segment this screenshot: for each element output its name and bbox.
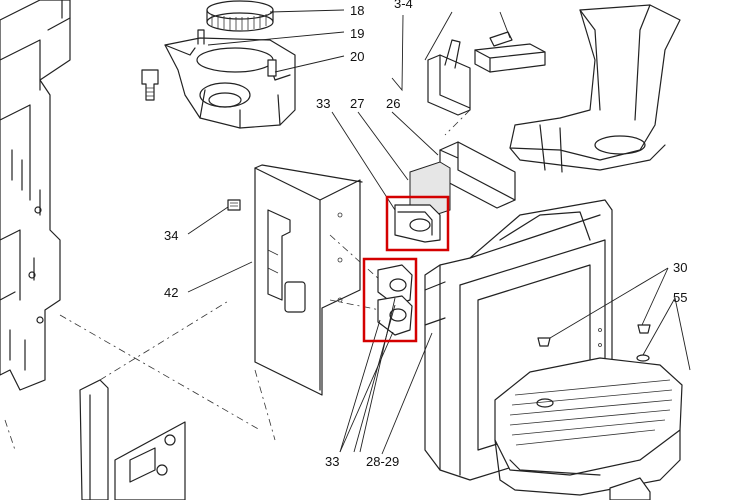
deflector-part-33-middle [377,264,413,306]
screw-part-34 [227,199,241,211]
washer-part-55 [636,354,650,362]
highlight-box-top [385,195,450,252]
grille-tray [494,357,683,496]
valve-part [141,69,159,101]
assembly-lines [4,109,471,451]
label-27: 27 [350,96,364,111]
highlight-box-lower [362,257,418,343]
drip-funnel-part [509,4,681,173]
label-33-bottom: 33 [325,454,339,469]
panel-part-42 [254,164,363,396]
label-30: 30 [673,260,687,275]
bracket-part-26 [439,141,516,209]
screw-part-30 [537,324,651,347]
housing-part-19-20 [164,29,296,129]
leader-lines [187,9,691,455]
label-28-29: 28-29 [366,454,399,469]
highlight-boxes [362,195,450,343]
label-26: 26 [386,96,400,111]
label-19: 19 [350,26,364,41]
label-18: 18 [350,3,364,18]
label-34: 34 [164,228,178,243]
small-bracket [609,477,651,500]
deflector-part-33-lower [377,295,413,336]
deflector-part-33-top [394,204,441,243]
label-55: 55 [673,290,687,305]
label-3-4: 3-4 [394,0,413,11]
ring-part-18 [206,0,274,32]
part-labels: 18 19 20 3-4 33 27 26 34 42 30 55 33 28-… [164,0,687,469]
left-frame [0,0,71,391]
bottom-left-frame [79,379,186,500]
label-33-top: 33 [316,96,330,111]
label-42: 42 [164,285,178,300]
bracket-part-3-4 [427,31,546,116]
label-20: 20 [350,49,364,64]
